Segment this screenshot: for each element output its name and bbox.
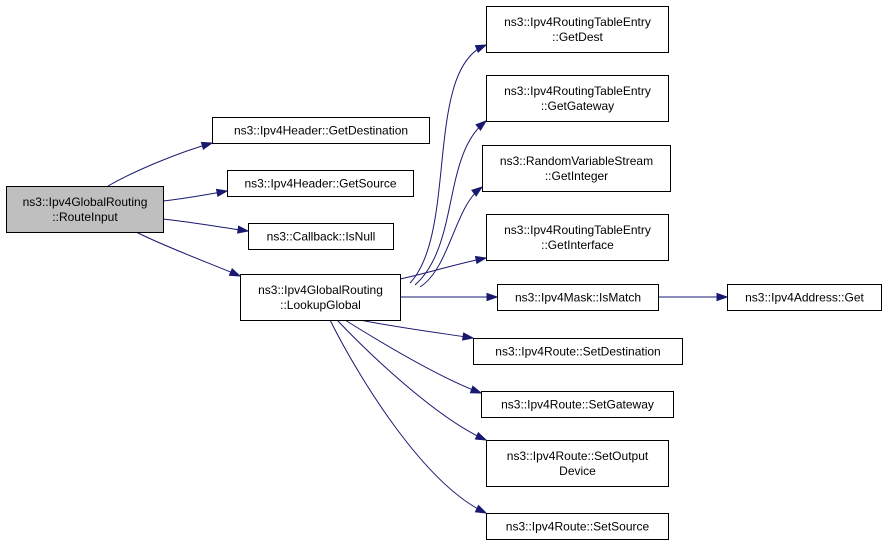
node-label-get-dest-2: ::GetDest bbox=[552, 30, 603, 44]
arrowhead-get-integer bbox=[471, 186, 484, 197]
node-label-get-integer-2: ::GetInteger bbox=[545, 169, 608, 183]
node-is-match[interactable]: ns3::Ipv4Mask::IsMatch bbox=[497, 284, 659, 311]
node-box-get-destination bbox=[212, 117, 430, 144]
edge-lookup-global-to-route-set-gateway bbox=[344, 319, 482, 394]
node-box-is-null bbox=[248, 223, 394, 250]
node-box-address-get bbox=[727, 284, 882, 311]
node-label-get-integer-1: ns3::RandomVariableStream bbox=[500, 154, 653, 168]
node-label-lookup-global-2: ::LookupGlobal bbox=[280, 298, 361, 312]
node-label-get-destination-1: ns3::Ipv4Header::GetDestination bbox=[234, 124, 408, 138]
arrowhead-get-dest bbox=[474, 44, 488, 54]
node-box-route-set-source bbox=[486, 513, 669, 540]
node-label-route-set-output-device-2: Device bbox=[559, 464, 596, 478]
edge-lookup-global-to-get-dest bbox=[409, 44, 487, 284]
node-get-gateway[interactable]: ns3::Ipv4RoutingTableEntry::GetGateway bbox=[486, 75, 669, 122]
arrowhead-get-source bbox=[215, 188, 229, 198]
arrowhead-is-match bbox=[486, 292, 499, 302]
edge-lookup-global-to-get-gateway bbox=[414, 120, 487, 286]
node-box-route-set-gateway bbox=[481, 391, 674, 418]
node-address-get[interactable]: ns3::Ipv4Address::Get bbox=[727, 284, 882, 311]
arrowhead-address-get bbox=[716, 292, 729, 302]
node-label-route-input-1: ns3::Ipv4GlobalRouting bbox=[23, 195, 148, 209]
node-route-input[interactable]: ns3::Ipv4GlobalRouting::RouteInput bbox=[6, 186, 164, 233]
node-label-route-input-2: ::RouteInput bbox=[52, 210, 118, 224]
node-box-get-source bbox=[227, 170, 414, 197]
node-route-set-source[interactable]: ns3::Ipv4Route::SetSource bbox=[486, 513, 669, 540]
node-label-get-dest-1: ns3::Ipv4RoutingTableEntry bbox=[504, 15, 651, 29]
node-get-dest[interactable]: ns3::Ipv4RoutingTableEntry::GetDest bbox=[486, 6, 669, 53]
node-get-integer[interactable]: ns3::RandomVariableStream::GetInteger bbox=[482, 145, 671, 192]
nodes-layer: ns3::Ipv4GlobalRouting::RouteInputns3::I… bbox=[6, 6, 882, 540]
node-box-route-input bbox=[6, 186, 164, 233]
node-box-get-interface bbox=[486, 214, 669, 261]
node-route-set-gateway[interactable]: ns3::Ipv4Route::SetGateway bbox=[481, 391, 674, 418]
node-get-destination[interactable]: ns3::Ipv4Header::GetDestination bbox=[212, 117, 430, 144]
node-get-interface[interactable]: ns3::Ipv4RoutingTableEntry::GetInterface bbox=[486, 214, 669, 261]
arrowhead-get-destination bbox=[200, 141, 214, 150]
node-route-set-destination[interactable]: ns3::Ipv4Route::SetDestination bbox=[473, 338, 683, 365]
node-label-address-get-1: ns3::Ipv4Address::Get bbox=[745, 291, 864, 305]
edge-lookup-global-to-get-integer bbox=[419, 186, 483, 288]
node-box-route-set-output-device bbox=[486, 440, 669, 487]
edge-lookup-global-to-route-set-output-device bbox=[336, 319, 487, 441]
node-label-get-interface-2: ::GetInterface bbox=[541, 238, 614, 252]
arrowhead-route-set-destination bbox=[461, 332, 475, 341]
arrowhead-is-null bbox=[237, 225, 250, 234]
node-label-route-set-source-1: ns3::Ipv4Route::SetSource bbox=[506, 520, 650, 534]
arrowhead-get-interface bbox=[474, 255, 488, 265]
edge-route-input-to-is-null bbox=[162, 218, 249, 232]
arrowhead-lookup-global bbox=[228, 268, 242, 277]
edge-lookup-global-to-route-set-destination bbox=[359, 319, 474, 339]
node-label-route-set-output-device-1: ns3::Ipv4Route::SetOutput bbox=[507, 449, 649, 463]
node-label-lookup-global-1: ns3::Ipv4GlobalRouting bbox=[258, 283, 383, 297]
node-get-source[interactable]: ns3::Ipv4Header::GetSource bbox=[227, 170, 414, 197]
arrowhead-route-set-source bbox=[474, 504, 488, 514]
edge-route-input-to-get-destination bbox=[107, 142, 213, 187]
arrowhead-get-gateway bbox=[475, 120, 488, 131]
arrowhead-route-set-output-device bbox=[474, 431, 488, 441]
node-label-is-null-1: ns3::Callback::IsNull bbox=[267, 230, 376, 244]
node-is-null[interactable]: ns3::Callback::IsNull bbox=[248, 223, 394, 250]
node-box-lookup-global bbox=[240, 274, 401, 321]
node-label-get-gateway-2: ::GetGateway bbox=[541, 99, 614, 113]
node-box-is-match bbox=[497, 284, 659, 311]
node-label-route-set-destination-1: ns3::Ipv4Route::SetDestination bbox=[495, 345, 660, 359]
node-label-route-set-gateway-1: ns3::Ipv4Route::SetGateway bbox=[501, 398, 654, 412]
node-label-get-gateway-1: ns3::Ipv4RoutingTableEntry bbox=[504, 84, 651, 98]
node-label-get-interface-1: ns3::Ipv4RoutingTableEntry bbox=[504, 223, 651, 237]
node-box-route-set-destination bbox=[473, 338, 683, 365]
edge-lookup-global-to-route-set-source bbox=[329, 319, 487, 514]
edge-route-input-to-lookup-global bbox=[135, 231, 241, 277]
node-label-is-match-1: ns3::Ipv4Mask::IsMatch bbox=[515, 291, 641, 305]
arrowhead-route-set-gateway bbox=[469, 385, 483, 394]
node-box-get-gateway bbox=[486, 75, 669, 122]
edge-lookup-global-to-get-interface bbox=[399, 257, 487, 280]
node-label-get-source-1: ns3::Ipv4Header::GetSource bbox=[244, 177, 396, 191]
node-box-get-integer bbox=[482, 145, 671, 192]
node-box-get-dest bbox=[486, 6, 669, 53]
edges-layer bbox=[107, 44, 729, 514]
node-lookup-global[interactable]: ns3::Ipv4GlobalRouting::LookupGlobal bbox=[240, 274, 401, 321]
